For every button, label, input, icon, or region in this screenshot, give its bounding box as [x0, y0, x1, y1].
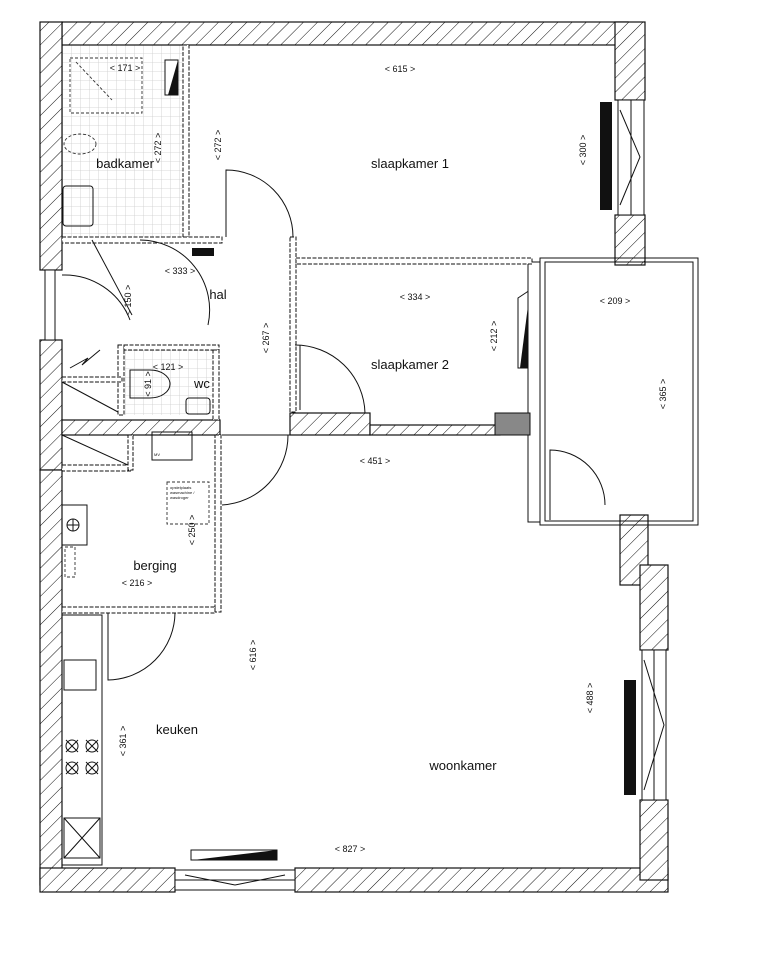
washer-note-3: wasdroger [170, 495, 189, 500]
sunshade [600, 102, 612, 210]
dim-woonkamer-mid: < 451 > [360, 456, 391, 466]
dim-badkamer-depth: < 272 > [153, 133, 163, 164]
dim-hal-depth: < 267 > [261, 323, 271, 354]
washer-note-2: wasmachine / [170, 490, 195, 495]
dim-balkon-depth: < 365 > [658, 379, 668, 410]
cooktop-icon [65, 739, 99, 775]
label-wc: wc [193, 376, 210, 391]
label-woonkamer: woonkamer [428, 758, 497, 773]
dim-slaapkamer2-depth: < 212 > [489, 321, 499, 352]
dim-slaapkamer1-left: < 272 > [213, 130, 223, 161]
dim-woonkamer-depth: < 616 > [248, 640, 258, 671]
dim-berging-depth: < 250 > [187, 515, 197, 546]
dim-woonkamer-window: < 488 > [585, 683, 595, 714]
dim-hal-small: < 150 > [123, 285, 133, 316]
dim-wc-depth: < 91 > [143, 371, 153, 397]
dim-badkamer-width: < 171 > [110, 63, 141, 73]
badkamer-tiles [62, 45, 183, 237]
balkon [527, 257, 699, 526]
dim-woonkamer-width: < 827 > [335, 844, 366, 854]
windows [44, 59, 667, 891]
dim-keuken-depth: < 361 > [118, 726, 128, 757]
label-slaapkamer-1: slaapkamer 1 [371, 156, 449, 171]
label-hal: hal [209, 287, 226, 302]
dim-slaapkamer2-width: < 334 > [400, 292, 431, 302]
wc-tiles [125, 350, 213, 415]
exterior-walls [39, 21, 669, 893]
dim-slaapkamer1-depth: < 300 > [578, 135, 588, 166]
washer-note-1: opstelplaats [170, 485, 191, 490]
dim-slaapkamer1-width: < 615 > [385, 64, 416, 74]
dim-berging-width: < 216 > [122, 578, 153, 588]
sunshade [624, 680, 636, 795]
label-berging: berging [133, 558, 176, 573]
fixtures [61, 57, 211, 866]
dim-balkon-width: < 209 > [600, 296, 631, 306]
interior-walls [61, 44, 533, 614]
dim-hal-width: < 333 > [165, 266, 196, 276]
label-keuken: keuken [156, 722, 198, 737]
label-badkamer: badkamer [96, 156, 154, 171]
dim-wc-width: < 121 > [153, 362, 184, 372]
meter-note: MV [154, 452, 160, 457]
label-slaapkamer-2: slaapkamer 2 [371, 357, 449, 372]
